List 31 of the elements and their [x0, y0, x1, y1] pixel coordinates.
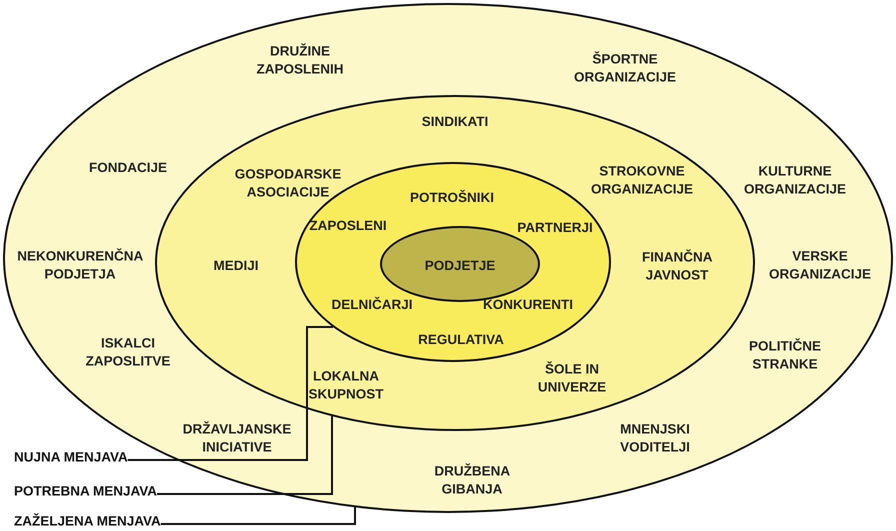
stakeholder-label: ISKALCI ZAPOSLITVE [86, 334, 170, 370]
stakeholder-label: REGULATIVA [418, 331, 504, 349]
leader-line [128, 326, 333, 461]
stakeholder-label: KULTURNE ORGANIZACIJE [744, 162, 846, 198]
stakeholder-label: SINDIKATI [422, 113, 488, 131]
stakeholder-label: KONKURENTI [483, 296, 573, 314]
stakeholder-label: ŠOLE IN UNIVERZE [536, 360, 608, 396]
stakeholder-label: GOSPODARSKE ASOCIACIJE [234, 165, 342, 201]
stakeholder-label: FONDACIJE [89, 159, 167, 177]
stakeholder-label: VERSKE ORGANIZACIJE [769, 247, 871, 283]
stakeholder-label: MEDIJI [214, 257, 258, 275]
change-level-label: ZAŽELJENA MENJAVA [14, 514, 161, 528]
stakeholder-label: PARTNERJI [517, 219, 593, 237]
stakeholder-label: LOKALNA SKUPNOST [308, 367, 384, 403]
stakeholder-label: ZAPOSLENI [309, 217, 387, 235]
stakeholder-label: MNENJSKI VODITELJI [620, 420, 690, 456]
stakeholder-label: DELNIČARJI [332, 296, 412, 314]
stakeholder-label: ŠPORTNE ORGANIZACIJE [574, 50, 676, 86]
stakeholder-label: NEKONKURENČNA PODJETJA [17, 247, 143, 283]
stakeholder-label: DRUŽINE ZAPOSLENIH [256, 42, 344, 78]
change-level-label: NUJNA MENJAVA [14, 450, 128, 464]
stakeholder-label: FINANČNA JAVNOST [642, 248, 712, 284]
stakeholder-label: POTROŠNIKI [410, 189, 494, 207]
stakeholder-label: POLITIČNE STRANKE [749, 337, 821, 373]
stakeholder-label: DRUŽBENA GIBANJA [434, 462, 510, 498]
leader-line [160, 506, 356, 525]
stakeholder-label: STROKOVNE ORGANIZACIJE [591, 162, 693, 198]
leader-line [157, 415, 333, 495]
company-label: PODJETJE [424, 257, 496, 275]
stakeholder-label: DRŽAVLJANSKE INICIATIVE [182, 420, 292, 456]
change-level-label: POTREBNA MENJAVA [14, 484, 158, 498]
